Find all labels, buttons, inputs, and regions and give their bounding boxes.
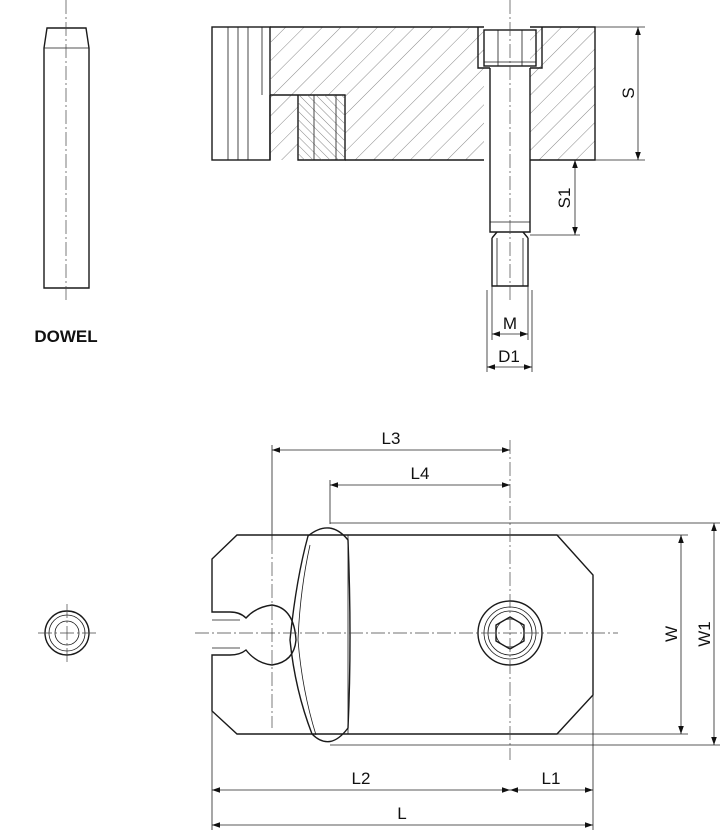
dimension-m-label: M — [503, 314, 517, 333]
dimension-s: S — [595, 26, 645, 161]
dimension-l3: L3 — [271, 429, 510, 540]
dowel-caption: DOWEL — [34, 327, 97, 346]
dimension-l1: L1 — [510, 695, 594, 830]
dimension-s-label: S — [619, 87, 638, 98]
dimension-m: M — [491, 286, 529, 340]
dimension-l4: L4 — [329, 464, 510, 524]
clamp-section-view — [211, 0, 596, 300]
dowel-end-view — [38, 604, 96, 662]
dimension-l2: L2 — [211, 711, 510, 830]
dimension-l3-label: L3 — [382, 429, 401, 448]
dimension-l4-label: L4 — [411, 464, 430, 483]
dimension-l1-label: L1 — [542, 769, 561, 788]
dimension-d1: D1 — [486, 290, 533, 372]
dimension-l-label: L — [397, 804, 406, 823]
dimension-l: L — [212, 804, 593, 828]
dimension-w-label: W — [662, 626, 681, 642]
dowel-side-view: DOWEL — [34, 0, 98, 346]
dimension-w1-label: W1 — [695, 621, 714, 647]
dimension-s1-label: S1 — [555, 188, 574, 209]
dimension-l2-label: L2 — [352, 769, 371, 788]
dimension-w1: W1 — [330, 522, 720, 746]
dimension-w: W — [557, 534, 688, 735]
clamp-plan-view — [195, 440, 618, 760]
dimension-s1: S1 — [530, 159, 580, 236]
dimension-d1-label: D1 — [498, 347, 520, 366]
